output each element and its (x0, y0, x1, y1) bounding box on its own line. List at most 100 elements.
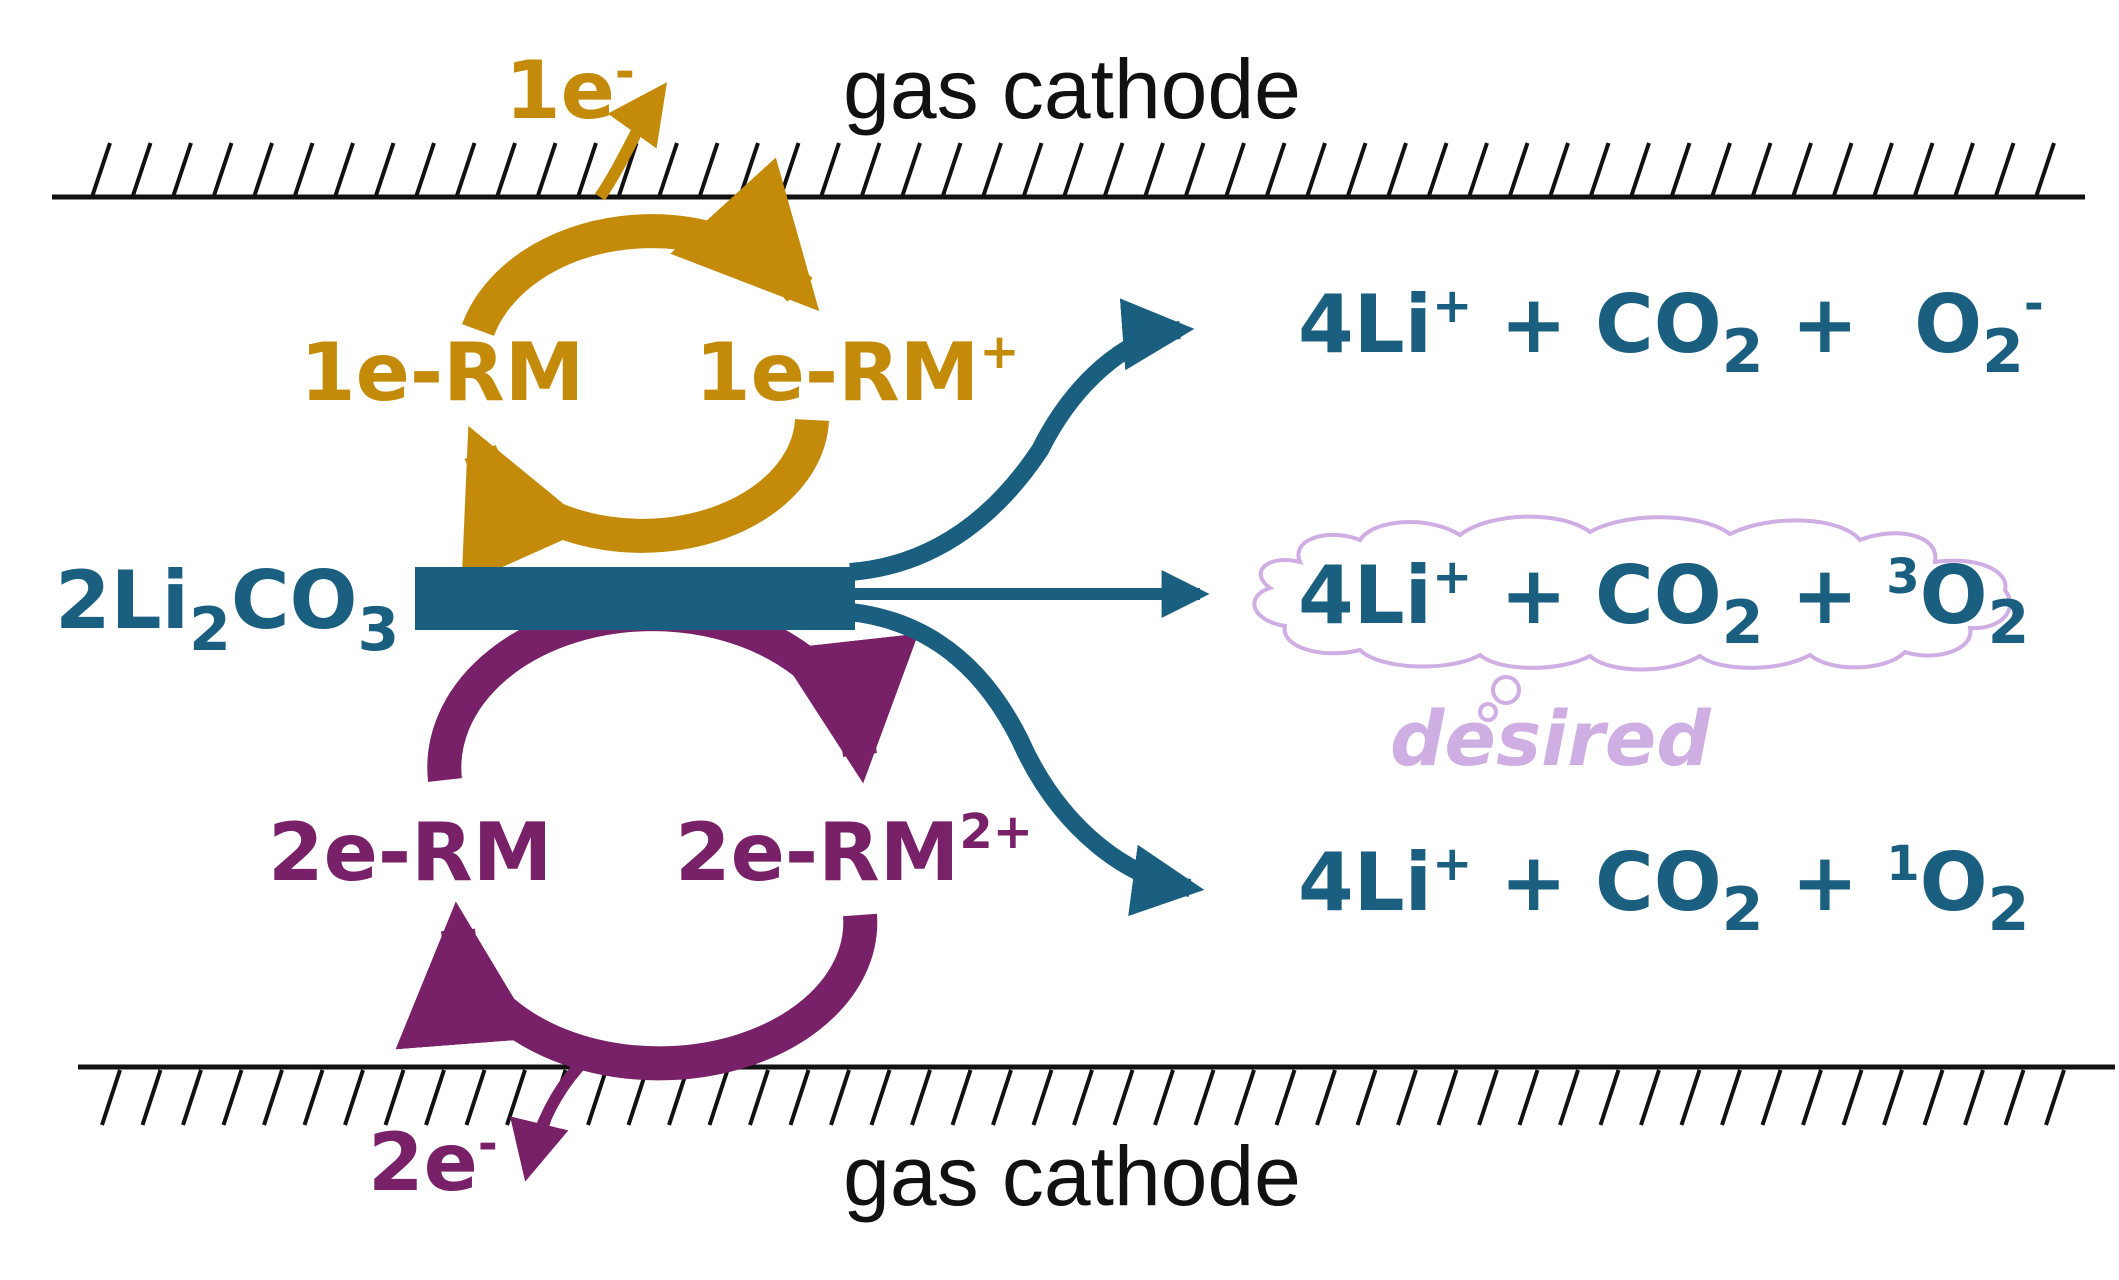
one-electron-label: 1e- (505, 44, 635, 137)
arrow-to-superoxide-product (849, 298, 1195, 581)
bottom-cathode-hatch-mark (1760, 1069, 1783, 1126)
bottom-cathode-hatch-mark (1598, 1069, 1621, 1126)
top-cathode-hatch-mark (1183, 142, 1206, 198)
top-cathode-hatch-mark (1953, 142, 1975, 198)
bottom-cathode-hatch-mark (1922, 1069, 1945, 1126)
top-cathode-hatch-mark (1062, 142, 1084, 198)
bottom-cathode-hatch-mark (2044, 1069, 2066, 1126)
bottom-cathode-hatch-mark (1193, 1069, 1216, 1126)
bottom-cathode-hatch-mark (1072, 1069, 1094, 1126)
bottom-cathode-hatch-mark (2003, 1069, 2026, 1126)
purple-electron-release-arrow (510, 1055, 590, 1182)
reactant-bar (415, 567, 855, 630)
reaction-pathways: 2Li2CO3 (55, 298, 1210, 917)
bottom-cathode-hatch-mark (221, 1069, 244, 1126)
bottom-cathode-hatch-mark (262, 1069, 284, 1126)
bottom-cathode-hatch-mark (1841, 1069, 1864, 1126)
bottom-cathode-hatch-mark (1679, 1069, 1702, 1126)
top-cathode-hatch-mark (1629, 142, 1651, 198)
top-cathode-hatch-mark (171, 142, 193, 198)
top-cathode-hatching (90, 142, 2056, 198)
top-cathode-hatch-mark (1021, 142, 1044, 198)
bottom-cathode-hatch-mark (950, 1069, 973, 1126)
bottom-cathode-hatch-mark (505, 1069, 527, 1126)
bottom-cathode-hatch-mark (586, 1069, 608, 1126)
top-cathode-hatch-mark (130, 142, 153, 198)
top-cathode-hatch-mark (292, 142, 315, 198)
top-cathode-hatch-mark (1467, 142, 1489, 198)
cloud-bubble-large (1491, 675, 1521, 705)
bottom-cathode-label: gas cathode (843, 1129, 1301, 1223)
reactant-label: 2Li2CO3 (55, 554, 399, 665)
bottom-cathode-hatch-mark (1396, 1069, 1418, 1126)
top-cathode-hatch-mark (1912, 142, 1935, 198)
top-cathode-hatch-mark (1750, 142, 1773, 198)
gold-bottom-arc-arrow (461, 418, 829, 586)
gold-top-arc-arrow (462, 157, 820, 337)
top-cathode-hatch-mark (1710, 142, 1732, 198)
top-cathode-hatch-mark (859, 142, 882, 198)
gold-electron-release-arrow (595, 82, 667, 201)
top-cathode-hatch-mark (778, 142, 801, 198)
cloud-outline (1252, 514, 2012, 672)
product-triplet-oxygen: 4Li+ + CO2 + 3O2 (1298, 549, 2029, 658)
top-cathode-hatch-mark (211, 142, 234, 198)
top-cathode-hatch-mark (1102, 142, 1125, 198)
top-cathode-hatch-mark (373, 142, 396, 198)
top-cathode-hatch-mark (1993, 142, 2016, 198)
bottom-cathode: gas cathode (78, 1064, 2115, 1223)
bottom-cathode-hatch-mark (383, 1069, 406, 1126)
top-cathode-hatch-mark (1305, 142, 1327, 198)
top-cathode-hatch-mark (616, 142, 639, 198)
top-cathode-hatch-mark (1669, 142, 1692, 198)
top-cathode-hatch-mark (1791, 142, 1813, 198)
top-cathode-hatch-mark (819, 142, 841, 198)
bottom-cathode-hatch-mark (464, 1069, 487, 1126)
bottom-cathode-hatch-mark (1639, 1069, 1661, 1126)
bottom-cathode-hatch-mark (707, 1069, 730, 1126)
top-cathode-hatch-mark (1548, 142, 1570, 198)
top-cathode-hatch-mark (1386, 142, 1408, 198)
top-cathode-hatch-mark (252, 142, 274, 198)
top-cathode-hatch-mark (1872, 142, 1894, 198)
top-cathode-hatch-mark (576, 142, 598, 198)
top-cathode-hatch-mark (90, 142, 112, 198)
desired-note: desired (1390, 694, 1712, 783)
bottom-cathode-hatch-mark (829, 1069, 851, 1126)
bottom-cathode-hatch-mark (181, 1069, 203, 1126)
products: 4Li+ + CO2 + O2- 4Li+ + CO2 + 3O2 4Li+ +… (1298, 276, 2044, 945)
two-electron-cycle: 2e- 2e-RM 2e-RM2+ (268, 597, 1033, 1209)
top-cathode-hatch-mark (1143, 142, 1165, 198)
product-singlet-oxygen: 4Li+ + CO2 + 1O2 (1298, 836, 2029, 945)
top-cathode-hatch-mark (2034, 142, 2056, 198)
top-cathode-label: gas cathode (843, 42, 1301, 136)
top-cathode-hatch-mark (333, 142, 355, 198)
two-electron-rm-oxidized-label: 2e-RM2+ (675, 804, 1033, 899)
bottom-cathode-hatch-mark (788, 1069, 811, 1126)
bottom-cathode-hatch-mark (1720, 1069, 1742, 1126)
bottom-cathode-hatch-mark (424, 1069, 446, 1126)
cloud-bubble-small (1478, 702, 1498, 722)
top-cathode-hatch-mark (1345, 142, 1368, 198)
bottom-cathode-hatch-mark (991, 1069, 1013, 1126)
top-cathode-hatch-mark (414, 142, 436, 198)
top-cathode-hatch-mark (1831, 142, 1854, 198)
bottom-cathode-hatch-mark (1234, 1069, 1256, 1126)
bottom-cathode-hatch-mark (869, 1069, 892, 1126)
bottom-cathode-hatch-mark (140, 1069, 163, 1126)
bottom-cathode-hatch-mark (1153, 1069, 1175, 1126)
bottom-cathode-hatch-mark (343, 1069, 365, 1126)
bottom-cathode-hatch-mark (1315, 1069, 1337, 1126)
bottom-cathode-hatch-mark (100, 1069, 122, 1126)
top-cathode-hatch-mark (981, 142, 1003, 198)
top-cathode-hatch-mark (738, 142, 760, 198)
one-electron-rm-label: 1e-RM (300, 326, 584, 419)
top-cathode-hatch-mark (940, 142, 963, 198)
bottom-cathode-hatch-mark (748, 1069, 770, 1126)
desired-thought-cloud (1252, 514, 2012, 722)
top-cathode-hatch-mark (535, 142, 558, 198)
bottom-cathode-hatch-mark (1517, 1069, 1540, 1126)
top-cathode-hatch-mark (1426, 142, 1449, 198)
